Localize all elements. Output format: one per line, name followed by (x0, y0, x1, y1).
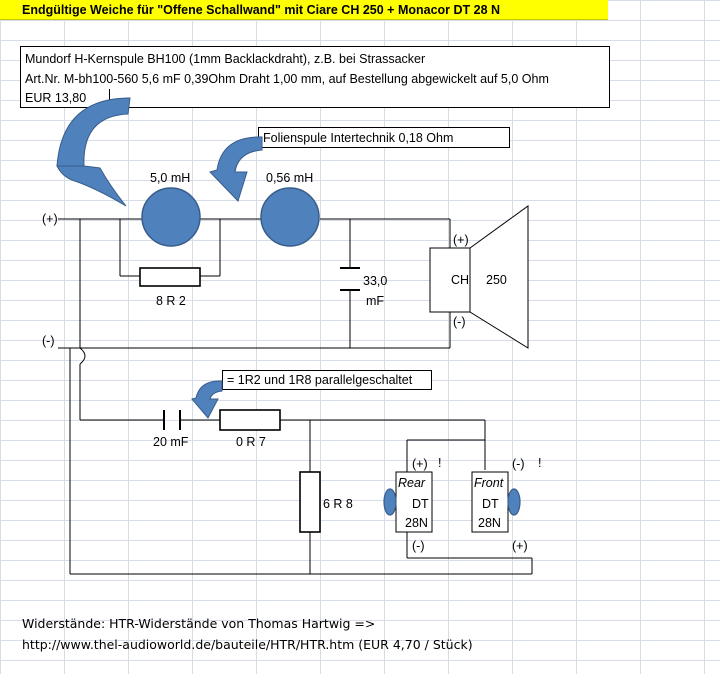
input-minus-label: (-) (42, 334, 55, 348)
parallel-resistor-callout-text: = 1R2 und 1R8 parallelgeschaltet (227, 373, 413, 387)
woofer-250-label: 250 (486, 273, 507, 287)
front-tweeter-name: Front (474, 476, 504, 490)
res-6r8-value: 6 R 8 (323, 497, 353, 511)
coil-5-0mh (141, 187, 201, 247)
res-8r2-value: 8 R 2 (156, 294, 186, 308)
parallel-resistor-callout: = 1R2 und 1R8 parallelgeschaltet (222, 370, 432, 390)
coil2-value: 0,56 mH (266, 171, 314, 185)
front-tweeter-dt: DT (482, 497, 499, 511)
input-plus-label: (+) (42, 212, 58, 226)
tweeter-front-dome (507, 488, 521, 516)
front-plus-label: (+) (512, 539, 528, 553)
front-minus-label: (-) (512, 457, 525, 471)
rear-plus-label: (+) (412, 457, 428, 471)
coil-info-line-2: Art.Nr. M-bh100-560 5,6 mF 0,39Ohm Draht… (25, 72, 549, 86)
footer-resistor-note: Widerstände: HTR-Widerstände von Thomas … (22, 616, 376, 631)
arrow-curved-tiny-icon (191, 380, 223, 419)
woofer-cone (469, 205, 529, 349)
wires (58, 218, 533, 575)
rear-tweeter-name: Rear (398, 476, 426, 490)
rear-minus-label: (-) (412, 539, 425, 553)
coil1-value: 5,0 mH (150, 171, 191, 185)
front-tweeter-28n: 28N (478, 516, 501, 530)
capacitor-20mf (163, 410, 181, 430)
cap-33-value: 33,0 (363, 274, 388, 288)
front-warning: ! (538, 456, 542, 470)
rear-tweeter-28n: 28N (405, 516, 428, 530)
resistor-6r8 (299, 471, 321, 533)
coil-info-box: Mundorf H-Kernspule BH100 (1mm Backlackd… (20, 46, 610, 108)
rear-warning: ! (438, 456, 442, 470)
woofer-minus-label: (-) (453, 315, 466, 329)
foil-coil-callout-text: Folienspule Intertechnik 0,18 Ohm (263, 131, 454, 145)
woofer-plus-label: (+) (453, 233, 469, 247)
coil-price-box: EUR 13,80 (20, 89, 110, 108)
arrow-curved-small-icon (209, 136, 263, 202)
arrow-curved-icon (56, 97, 131, 207)
res-0r7-value: 0 R 7 (236, 435, 266, 449)
cap-33-unit: mF (366, 294, 385, 308)
woofer-ch-label: CH (451, 273, 470, 287)
capacitor-33mf (340, 267, 360, 291)
cap-20-value: 20 mF (153, 435, 189, 449)
rear-tweeter-dt: DT (412, 497, 429, 511)
woofer-magnet (429, 247, 471, 313)
resistor-8r2 (139, 267, 201, 287)
coil-0-56mh (260, 187, 320, 247)
coil-price: EUR 13,80 (25, 91, 87, 105)
resistor-0r7 (219, 409, 281, 431)
tweeter-rear-dome (383, 488, 397, 516)
diagram-title: Endgültige Weiche für "Offene Schallwand… (0, 0, 608, 20)
coil-info-line-1: Mundorf H-Kernspule BH100 (1mm Backlackd… (25, 52, 426, 66)
footer-resistor-url[interactable]: http://www.thel-audioworld.de/bauteile/H… (22, 637, 473, 652)
tweeter-rear-body (395, 471, 433, 533)
